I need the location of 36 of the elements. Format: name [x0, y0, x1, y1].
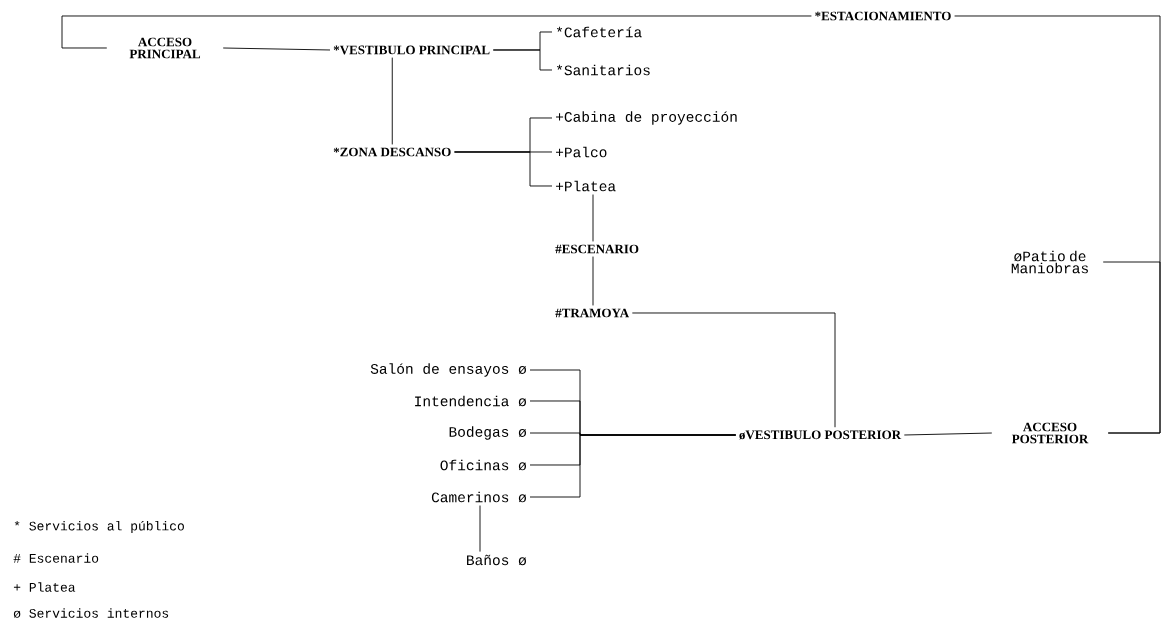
node-label: Oficinas ø [440, 459, 526, 471]
node-label: Salón de ensayos ø [370, 363, 526, 377]
connector-line [61, 15, 812, 49]
node-label: øPatio de Maniobras [1011, 250, 1088, 274]
legend-item: ø Servicios internos [13, 608, 169, 618]
node-label: Baños ø [467, 554, 526, 566]
connector-line [1102, 261, 1161, 434]
legend-item: * Servicios al público [14, 520, 184, 534]
legend-item: + Platea [13, 582, 76, 592]
connector-line [479, 505, 481, 553]
connector-line [592, 256, 594, 306]
node-label: +Platea [556, 180, 616, 192]
node-label: +Cabina de proyección [556, 111, 737, 125]
node-label: øVESTIBULO POSTERIOR [739, 430, 902, 440]
connector-line [903, 432, 993, 436]
node-label: Camerinos ø [431, 491, 526, 503]
node-label: *ESTACIONAMIENTO [815, 11, 951, 21]
node-label: Intendencia ø [415, 395, 526, 407]
connector-line [222, 47, 331, 51]
node-label: *Sanitarios [556, 64, 650, 76]
connector-line [529, 434, 737, 498]
node-label: ACCESO POSTERIOR [1011, 422, 1089, 444]
connector-line [631, 312, 836, 428]
node-label: *ZONA DESCANSO [333, 147, 451, 157]
node-label: *Cafetería [556, 26, 642, 38]
connector-line [391, 57, 393, 145]
node-label: #TRAMOYA [555, 308, 630, 318]
connector-line [592, 194, 594, 242]
connector-line [454, 151, 553, 187]
node-label: #ESCENARIO [555, 244, 639, 254]
connector-line [492, 49, 553, 71]
node-label: *VESTIBULO PRINCIPAL [333, 45, 490, 55]
node-label: +Palco [556, 146, 607, 158]
node-label: Bodegas ø [449, 426, 526, 440]
node-label: ACCESO PRINCIPAL [129, 37, 201, 59]
legend-item: # Escenario [13, 553, 99, 563]
